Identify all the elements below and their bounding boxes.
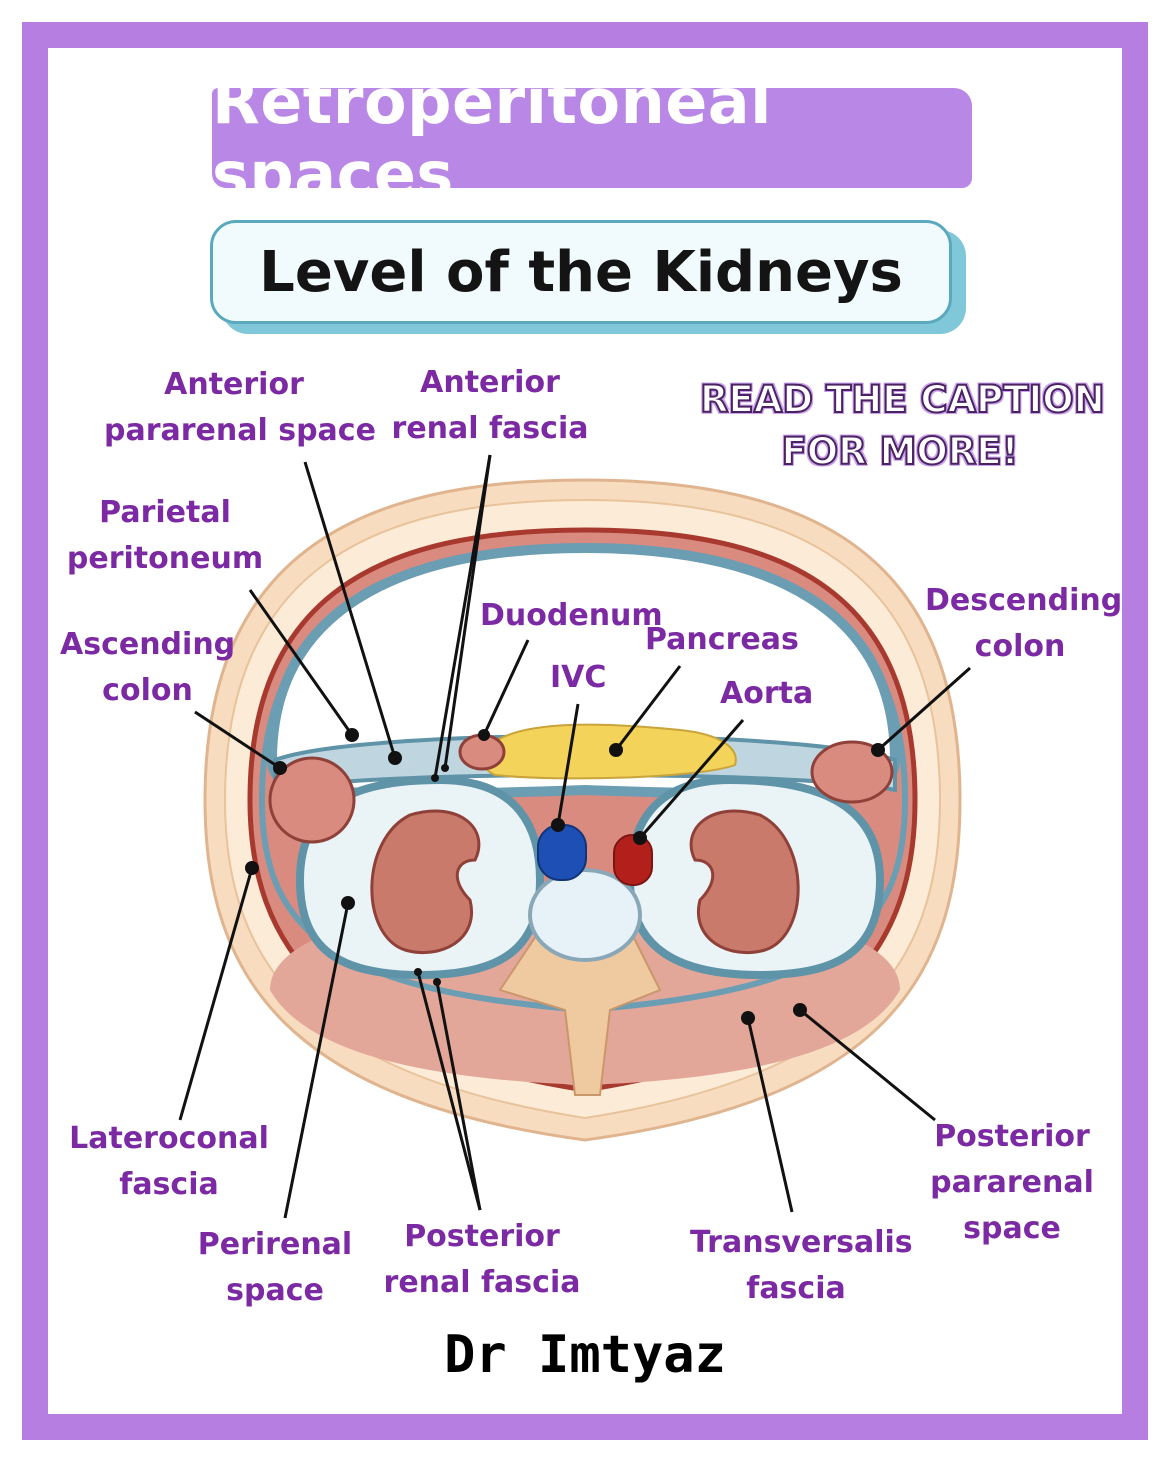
label-posterior-pararenal-space: Posterior pararenal space bbox=[930, 1119, 1094, 1246]
title-banner: Retroperitoneal spaces bbox=[212, 65, 972, 211]
label-descending-colon: Descending colon bbox=[925, 583, 1123, 664]
marker-ascending-colon bbox=[273, 761, 287, 775]
marker-transversalis bbox=[741, 1011, 755, 1025]
leader-lateroconal bbox=[178, 867, 254, 1121]
marker-ivc bbox=[551, 818, 565, 832]
marker-anterior-renal-fascia-1 bbox=[431, 774, 439, 782]
marker-anterior-pararenal bbox=[388, 751, 402, 765]
leader-transversalis bbox=[746, 1017, 794, 1213]
ivc-vessel bbox=[537, 824, 587, 881]
marker-pancreas bbox=[609, 743, 623, 757]
marker-posterior-pararenal bbox=[793, 1003, 807, 1017]
vertebral-body bbox=[528, 868, 642, 962]
marker-lateroconal bbox=[245, 861, 259, 875]
marker-posterior-renal-fascia-2 bbox=[433, 978, 441, 986]
leader-parietal-peritoneum bbox=[248, 589, 354, 736]
label-transversalis-fascia: Transversalis fascia bbox=[690, 1225, 913, 1306]
marker-posterior-renal-fascia-1 bbox=[414, 968, 422, 976]
leader-ivc bbox=[556, 703, 580, 826]
marker-aorta bbox=[633, 831, 647, 845]
leader-posterior-pararenal bbox=[799, 1008, 936, 1122]
label-ivc: IVC bbox=[550, 660, 607, 695]
marker-parietal-peritoneum bbox=[345, 728, 359, 742]
subtitle: Level of the Kidneys bbox=[259, 239, 903, 305]
leader-ascending-colon bbox=[194, 710, 281, 770]
label-lateroconal-fascia: Lateroconal fascia bbox=[69, 1121, 269, 1202]
marker-descending-colon bbox=[871, 743, 885, 757]
leader-descending-colon bbox=[877, 666, 971, 752]
leader-posterior-renal-fascia-1 bbox=[416, 971, 482, 1211]
label-aorta: Aorta bbox=[720, 676, 814, 711]
author-credit: Dr Imtyaz bbox=[444, 1325, 726, 1385]
marker-duodenum bbox=[478, 729, 490, 741]
label-pancreas: Pancreas bbox=[645, 622, 799, 657]
leader-aorta bbox=[638, 719, 745, 839]
callout-line-2: FOR MORE! bbox=[780, 429, 1019, 474]
right-kidney bbox=[370, 809, 481, 955]
descending-colon-organ bbox=[810, 740, 894, 804]
leader-posterior-renal-fascia-2 bbox=[435, 981, 482, 1211]
label-parietal-peritoneum: Parietal peritoneum bbox=[66, 495, 264, 576]
label-perirenal-space: Perirenal space bbox=[197, 1227, 353, 1308]
watermark: Dr Imtyaz bbox=[552, 1138, 706, 1171]
leader-duodenum bbox=[482, 639, 530, 736]
label-ascending-colon: Ascending colon bbox=[60, 627, 236, 708]
subtitle-box: Level of the Kidneys bbox=[210, 220, 952, 324]
label-duodenum: Duodenum bbox=[480, 598, 663, 633]
read-caption-callout: READ THE CAPTION FOR MORE! bbox=[699, 374, 1106, 478]
leader-anterior-pararenal bbox=[303, 461, 397, 759]
callout-line-1: READ THE CAPTION bbox=[699, 377, 1106, 422]
vertebral-body-base bbox=[498, 929, 662, 1096]
label-anterior-renal-fascia: Anterior renal fascia bbox=[391, 365, 589, 446]
ascending-colon-organ bbox=[268, 756, 356, 844]
aorta-vessel bbox=[613, 834, 653, 886]
marker-anterior-renal-fascia-2 bbox=[441, 764, 449, 772]
label-posterior-renal-fascia: Posterior renal fascia bbox=[383, 1219, 581, 1300]
leader-pancreas bbox=[614, 665, 682, 751]
leader-perirenal bbox=[283, 902, 350, 1219]
page-title: Retroperitoneal spaces bbox=[212, 65, 772, 211]
marker-perirenal bbox=[341, 896, 355, 910]
leader-anterior-renal-fascia-2 bbox=[443, 454, 492, 769]
label-anterior-pararenal-space: Anterior pararenal space bbox=[104, 367, 376, 448]
left-kidney bbox=[689, 809, 800, 955]
